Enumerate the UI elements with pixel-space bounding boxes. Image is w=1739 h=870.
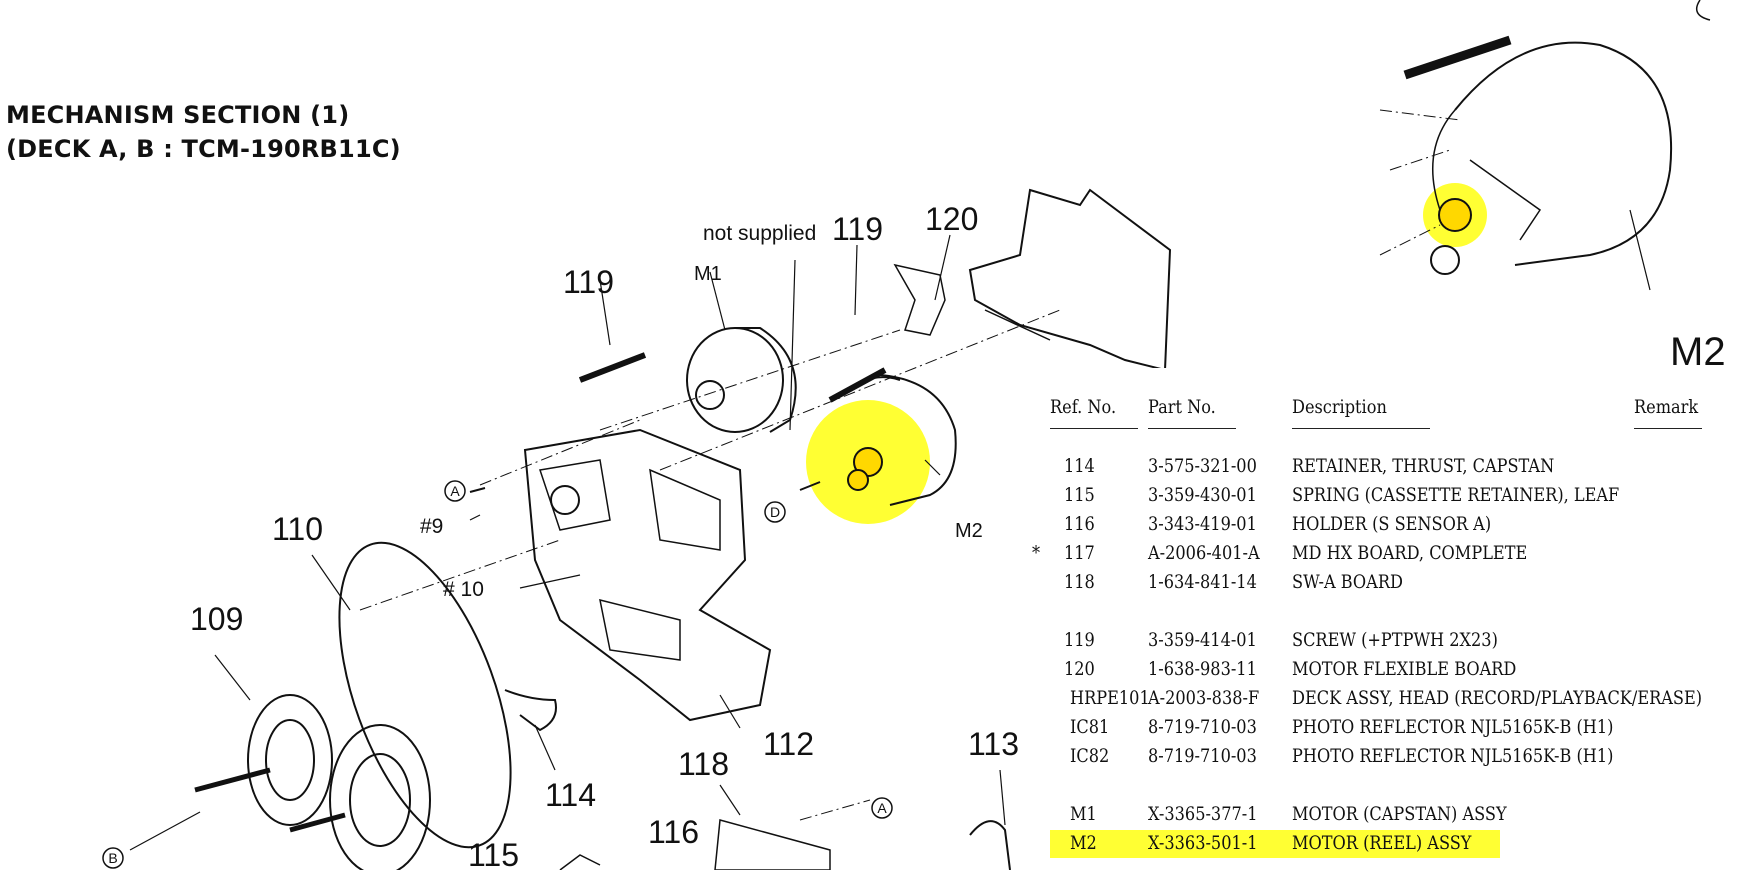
deck-chassis [523,428,772,722]
cell-part: 3-575-321-00 [1148,455,1257,477]
title-line-1: MECHANISM SECTION (1) [6,101,350,129]
motor-m1 [686,327,784,433]
callout-116: 116 [648,814,699,850]
header-rule [1292,428,1430,429]
header-part-no: Part No. [1148,396,1216,418]
callout-119-left: 119 [563,264,614,300]
callout-m1: M1 [694,263,722,285]
screw-119-right [828,367,887,403]
cell-ref: 117 [1064,542,1095,564]
parts-table: Ref. No. Part No. Description Remark 114… [1032,368,1739,870]
header-rule [1148,428,1236,429]
header-remark: Remark [1634,396,1699,418]
callout-hole-9: #9 [420,515,443,538]
cell-ref: 119 [1064,629,1095,651]
cell-desc: SW-A BOARD [1292,571,1403,593]
circle-marker-d [764,501,786,523]
cell-part: 3-359-430-01 [1148,484,1257,506]
callout-120: 120 [925,201,978,237]
cell-desc: MD HX BOARD, COMPLETE [1292,542,1528,564]
cell-part: 8-719-710-03 [1148,716,1257,738]
page-title: MECHANISM SECTION (1) (DECK A, B : TCM-1… [6,98,401,166]
cell-ref: 118 [1064,571,1095,593]
circle-marker-b [102,847,124,869]
cell-part: 3-359-414-01 [1148,629,1257,651]
callout-110: 110 [272,511,323,547]
marker-a-label: A [450,483,460,499]
belt-110 [338,541,512,849]
cell-desc: MOTOR (CAPSTAN) ASSY [1292,803,1507,825]
cell-ref: 114 [1064,455,1095,477]
callout-m2-large: M2 [1670,330,1726,374]
flex-board-120 [893,263,946,336]
screw-119-left [578,352,647,383]
cell-desc: MOTOR FLEXIBLE BOARD [1292,658,1517,680]
cell-part: A-2006-401-A [1148,542,1260,564]
cell-part: 8-719-710-03 [1148,745,1257,767]
callout-114: 114 [545,777,596,813]
cell-desc: SCREW (+PTPWH 2X23) [1292,629,1498,651]
cell-ref: IC81 [1070,716,1110,738]
circle-marker-a [444,480,466,502]
cell-part: A-2003-838-F [1148,687,1260,709]
cell-part: X-3363-501-1 [1148,832,1258,854]
cell-ref: 115 [1064,484,1095,506]
cell-desc: DECK ASSY, HEAD (RECORD/PLAYBACK/ERASE) [1292,687,1703,709]
callout-118: 118 [678,746,729,782]
motor-m2-detail [1454,41,1673,266]
table-row: M2 X-3363-501-1 MOTOR (REEL) ASSY [1050,830,1500,858]
cell-part: 1-638-983-11 [1148,658,1257,680]
header-ref-no: Ref. No. [1050,396,1117,418]
chassis-plate [968,188,1172,372]
header-description: Description [1292,396,1387,418]
cell-desc: MOTOR (REEL) ASSY [1292,832,1472,854]
cell-ref: 116 [1064,513,1095,535]
callout-115: 115 [468,837,519,870]
header-rule [1050,428,1138,429]
cell-ref: 120 [1064,658,1095,680]
motor-m2 [879,374,957,506]
marker-d-label: D [770,504,780,520]
cell-mark: * [1032,542,1041,564]
circle-marker-a2 [871,797,893,819]
spring-115 [559,854,601,870]
callout-hole-10: # 10 [443,578,484,601]
callout-119-top: 119 [832,211,883,247]
cell-desc: RETAINER, THRUST, CAPSTAN [1292,455,1555,477]
cell-part: 1-634-841-14 [1148,571,1257,593]
cell-ref: M2 [1070,832,1097,854]
flywheel [329,724,431,870]
callout-112: 112 [763,726,814,762]
header-rule [1634,428,1702,429]
cell-desc: PHOTO REFLECTOR NJL5165K-B (H1) [1292,716,1614,738]
retainer-114 [504,689,557,732]
cell-part: X-3365-377-1 [1148,803,1258,825]
board-118 [714,819,831,870]
marker-b-label: B [108,850,117,866]
cell-part: 3-343-419-01 [1148,513,1257,535]
flywheel-109 [247,694,333,826]
screw-detail [1403,35,1512,80]
cell-ref: IC82 [1070,745,1110,767]
cell-desc: PHOTO REFLECTOR NJL5165K-B (H1) [1292,745,1614,767]
title-line-2: (DECK A, B : TCM-190RB11C) [6,135,401,163]
cell-desc: HOLDER (S SENSOR A) [1292,513,1492,535]
callout-m2: M2 [955,520,983,542]
cell-ref: HRPE101 [1070,687,1150,709]
cell-desc: SPRING (CASSETTE RETAINER), LEAF [1292,484,1620,506]
part-113 [969,820,1011,870]
callout-109: 109 [190,601,243,637]
callout-113: 113 [968,726,1019,762]
cell-ref: M1 [1070,803,1097,825]
callout-not-supplied: not supplied [703,222,816,245]
marker-a2-label: A [877,800,887,816]
